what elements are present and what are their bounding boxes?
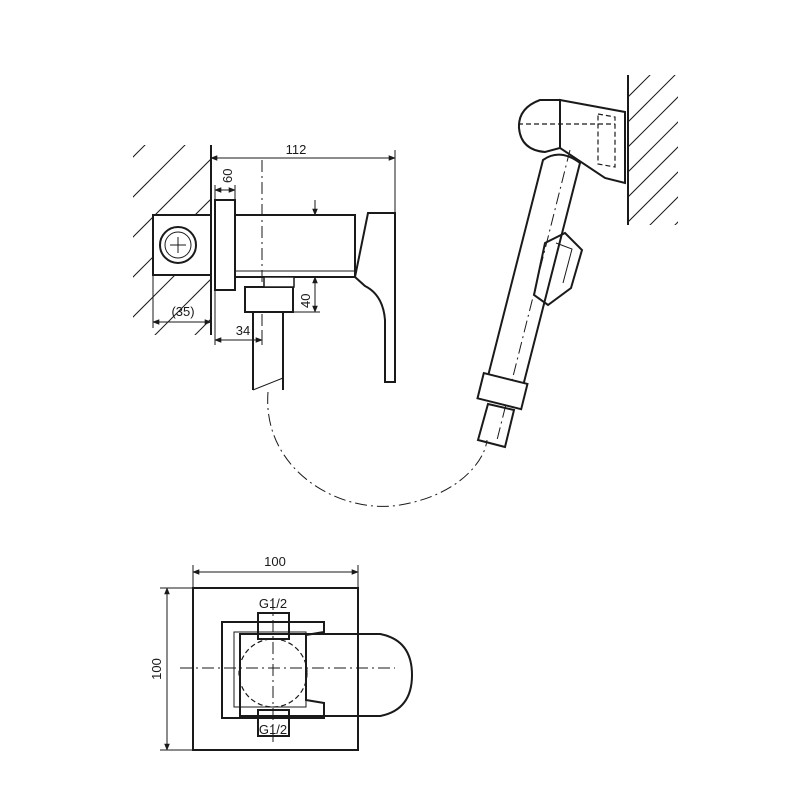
dim-front-height: 100 <box>149 587 193 751</box>
dim-34-label: 34 <box>236 323 250 338</box>
dim-34: 34 <box>214 290 263 345</box>
dim-35: (35) <box>152 275 212 328</box>
hose-path <box>267 391 488 507</box>
dim-40: 40 <box>293 200 320 313</box>
mixer-body <box>234 160 396 383</box>
dim-front-width: 100 <box>192 554 359 588</box>
front-view: G1/2 G1/2 <box>180 587 414 751</box>
dim-front-height-label: 100 <box>149 658 164 680</box>
hose-connector <box>244 276 295 391</box>
dim-60-label: 60 <box>220 169 235 183</box>
wall-right <box>627 75 678 225</box>
dim-60: 60 <box>214 169 236 200</box>
in-wall-body <box>152 214 212 276</box>
thread-bottom-label: G1/2 <box>259 722 287 737</box>
dim-112-label: 112 <box>286 142 307 157</box>
shattaf-holder <box>517 98 626 185</box>
dim-112: 112 <box>210 142 396 213</box>
dim-35-label: (35) <box>171 304 194 319</box>
dim-front-width-label: 100 <box>264 554 286 569</box>
shattaf-sprayer <box>476 149 584 449</box>
dim-40-label: 40 <box>298 294 313 308</box>
wall-plate <box>214 199 236 291</box>
thread-top-label: G1/2 <box>259 596 287 611</box>
